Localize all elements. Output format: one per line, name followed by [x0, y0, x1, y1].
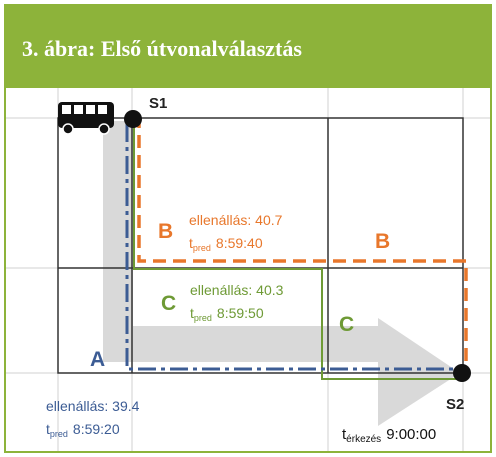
node-s2-label: S2 [446, 396, 464, 413]
node-s1-label: S1 [149, 95, 167, 112]
figure-header: 3. ábra: Első útvonalválasztás [6, 6, 490, 88]
route-c-label-2: C [339, 313, 354, 336]
route-c-path [133, 120, 461, 380]
arrow-icon [103, 121, 460, 426]
route-a-resistance: ellenállás: 39.4 [46, 398, 140, 414]
route-c-resistance: ellenállás: 40.3 [190, 282, 284, 298]
route-c-label: C [161, 292, 176, 315]
route-b-resistance: ellenállás: 40.7 [189, 212, 283, 228]
figure-frame: 3. ábra: Első útvonalválasztás [4, 4, 492, 453]
route-b-label-2: B [375, 230, 390, 253]
route-b-label: B [158, 220, 173, 243]
node-s2 [453, 364, 471, 382]
figure-title: 3. ábra: Első útvonalválasztás [22, 36, 302, 61]
bus-icon [58, 102, 114, 135]
route-a-path [125, 124, 461, 371]
route-a-label: A [90, 348, 105, 371]
node-s1 [124, 110, 142, 128]
